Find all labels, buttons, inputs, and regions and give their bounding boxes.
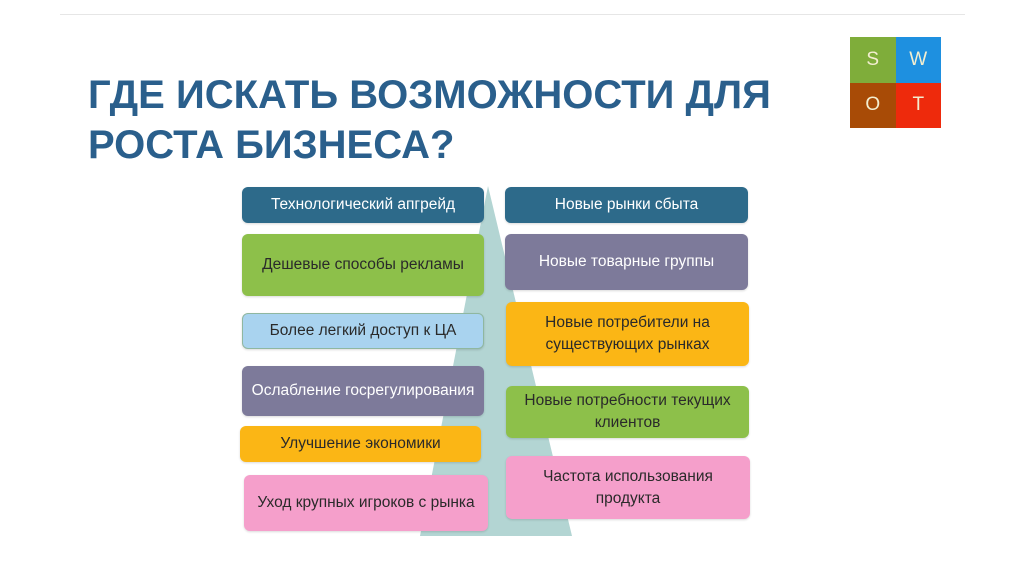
swot-logo: S W O T [850, 37, 941, 128]
slide-title: ГДЕ ИСКАТЬ ВОЗМОЖНОСТИ ДЛЯ РОСТА БИЗНЕСА… [88, 70, 838, 170]
title-line-2: РОСТА БИЗНЕСА? [88, 123, 455, 167]
swot-t: T [895, 82, 941, 128]
top-divider [60, 14, 965, 15]
left-item: Технологический апгрейд [242, 187, 484, 223]
left-item: Более легкий доступ к ЦА [242, 313, 484, 349]
swot-w: W [895, 37, 941, 83]
left-item: Уход крупных игроков с рынка [244, 475, 488, 531]
right-item: Новые рынки сбыта [505, 187, 748, 223]
right-item: Новые товарные группы [505, 234, 748, 290]
right-item: Новые потребности текущих клиентов [506, 386, 749, 438]
left-item: Улучшение экономики [240, 426, 481, 462]
right-item: Новые потребители на существующих рынках [506, 302, 749, 366]
left-item: Дешевые способы рекламы [242, 234, 484, 296]
title-line-1: ГДЕ ИСКАТЬ ВОЗМОЖНОСТИ ДЛЯ [88, 73, 771, 117]
right-item: Частота использования продукта [506, 456, 750, 519]
swot-s: S [850, 37, 896, 83]
swot-o: O [850, 82, 896, 128]
left-item: Ослабление госрегулирования [242, 366, 484, 416]
